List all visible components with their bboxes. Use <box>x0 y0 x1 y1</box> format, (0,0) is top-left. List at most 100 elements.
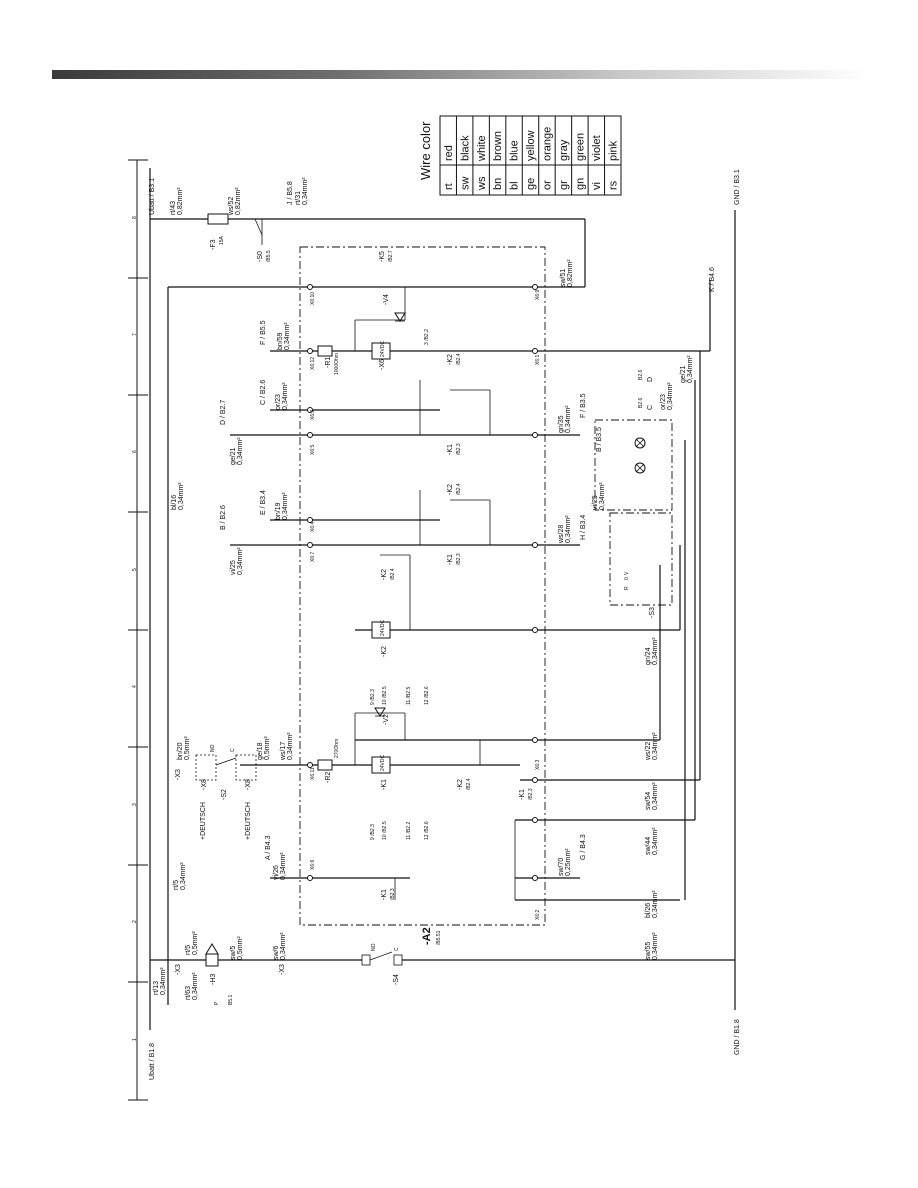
wire-color-code: bl <box>509 181 521 190</box>
wire-ws17: ws/17 <box>280 742 287 761</box>
k2-ref-3: 12 /B2.6 <box>424 686 430 705</box>
s4-c: C <box>394 947 400 951</box>
r1-label: -R1 <box>325 357 332 368</box>
wire-or23-b-size: 0,34mm² <box>667 382 674 410</box>
ref-d-top: D / B2.7 <box>220 400 227 425</box>
k1-d-label: -K1 <box>447 444 454 455</box>
x3-b-label: -X3 <box>175 769 182 780</box>
x8-a-label: -X8 <box>201 779 208 790</box>
k2-c-label: -K2 <box>447 484 454 495</box>
ref-g: G / B4.3 <box>580 834 587 860</box>
wire-sw70: sw/70 <box>558 858 565 876</box>
k1-d-ref: /B2.3 <box>456 443 462 455</box>
wire-vi25-b-size: 0,34mm² <box>599 482 606 510</box>
h3-p: P <box>214 1001 220 1005</box>
term-x6-11: X6:11 <box>310 767 316 780</box>
wire-rt43-size: 0,82mm² <box>177 187 184 215</box>
r2-label: -R2 <box>325 772 332 783</box>
wire-color-code: vi <box>591 182 603 190</box>
horn-h3: -H3 P B5.1 <box>205 943 234 1005</box>
k1-a-ref: /B2.3 <box>390 888 396 900</box>
ref-j: J / B5.8 <box>287 181 294 205</box>
s3-label: -S3 <box>649 607 656 618</box>
wire-gn24: gn/24 <box>645 647 652 665</box>
wire-ge18: ge/18 <box>257 742 264 760</box>
term-x6-8: X6:8 <box>310 409 316 420</box>
k1-ref-2: 11 /B2.2 <box>406 822 412 840</box>
wire-sw44-size: 0,34mm² <box>652 827 659 855</box>
ref-k: K / B4.6 <box>709 267 716 292</box>
wire-ws52: ws/52 <box>228 197 235 216</box>
deutsch-a: +DEUTSCH <box>200 802 207 840</box>
resistor-r1: -R1 1000Ohm <box>317 345 340 375</box>
wire-color-name: black <box>459 135 471 161</box>
wire-rt5-b: rt/5 <box>173 880 180 890</box>
ref-f: F / B5.5 <box>260 320 267 345</box>
s0-ref: /B5.5 <box>266 250 272 262</box>
wire-sw54-size: 0,34mm² <box>652 782 659 810</box>
wire-sw70-size: 0,25mm² <box>565 848 572 876</box>
ref-f2: F / B3.5 <box>580 393 587 418</box>
wire-color-name: orange <box>542 127 554 161</box>
k2-e-label: -K2 <box>457 779 464 790</box>
wire-rt31: rt/31 <box>295 191 302 205</box>
wire-ws52-size: 0,82mm² <box>235 187 242 215</box>
grid-num-6: 6 <box>132 450 138 453</box>
k1-ref-3: 12 /B2.6 <box>424 821 430 840</box>
wire-bn20: bn/20 <box>177 742 184 760</box>
wire-sw55-size: 0,34mm² <box>652 932 659 960</box>
wire-vi25-a: vi/25 <box>230 560 237 575</box>
cross-refs: J / B5.8 K / B4.6 F / B5.5 D / B2.7 C / … <box>220 181 716 860</box>
k2-e-ref: /B2.4 <box>466 778 472 790</box>
grid-frame: 8 7 6 5 4 3 2 1 <box>128 159 148 1101</box>
ref-c-top: C / B2.6 <box>260 380 267 405</box>
lamp-box <box>594 419 673 511</box>
ref-b26b: B2.6 <box>638 397 644 408</box>
wire-rt43: rt/43 <box>170 201 177 215</box>
wire-sw44: sw/44 <box>645 837 652 855</box>
a2-label: -A2 <box>421 927 433 945</box>
term-x6-3: X6:3 <box>535 759 541 770</box>
wire-or23-a: or/23 <box>275 394 282 410</box>
wire-labels: rt/13 0,34mm² rt/63 0,34mm² rt/5 0,5mm² … <box>153 177 694 1000</box>
wire-rt5-a-size: 0,5mm² <box>192 931 199 955</box>
k1-coil-code: 24VDC <box>380 754 386 771</box>
k2-d-label: -K2 <box>381 569 388 580</box>
wire-bl16-size: 0,34mm² <box>178 482 185 510</box>
v4-ref: 3 /B2.2 <box>424 329 430 345</box>
s0-label: -S0 <box>257 251 264 262</box>
s3-v: V <box>624 571 630 575</box>
wire-sw6: sw/6 <box>273 946 280 961</box>
wire-color-name: green <box>574 133 586 161</box>
term-x6-7: X6:7 <box>310 551 316 562</box>
wire-gn24-size: 0,34mm² <box>652 637 659 665</box>
wire-rt13-size: 0,34mm² <box>160 967 167 995</box>
deutsch-b: +DEUTSCH <box>245 802 252 840</box>
a2-module-box <box>299 246 546 926</box>
rails: Ubatt / B1.8 Ubatt / B3.1 GND / B1.8 GND… <box>149 168 741 1080</box>
k5-label: -K5 <box>379 251 386 262</box>
grid-num-7: 7 <box>132 333 138 336</box>
grid-num-8: 8 <box>132 216 138 219</box>
x3-a-label: -X3 <box>175 964 182 975</box>
wire-color-title: Wire color <box>418 121 433 180</box>
wire-color-name: red <box>443 145 455 161</box>
grid-num-5: 5 <box>132 568 138 571</box>
wire-rt5-b-size: 0,34mm² <box>180 862 187 890</box>
wire-color-code: rt <box>443 183 455 190</box>
terminal-labels: X6:10 X6:12 X6:8 X6:5 X6:4 X6:7 X6:11 X6… <box>310 289 541 920</box>
wire-color-code: bn <box>492 178 504 190</box>
wire-vi26: vi/26 <box>273 865 280 880</box>
wire-bn59: bn/59 <box>277 332 284 350</box>
k2-a-label: -K2 <box>447 354 454 365</box>
switch-s4: -S4 NO C <box>361 943 403 985</box>
wire-rt63-size: 0,34mm² <box>192 972 199 1000</box>
r2-value: 270Ohm <box>334 739 340 758</box>
wire-rt13: rt/13 <box>153 981 160 995</box>
k1-c-ref: /B2.3 <box>528 788 534 800</box>
wire-color-code: or <box>542 180 554 190</box>
relay-coil-k1: 24VDC -K1 <box>371 754 391 790</box>
k2-contact-list: 9 /B2.3 10 /B2.5 11 /B2.5 12 /B2.6 <box>370 686 430 705</box>
wire-ge21-a-size: 0,34mm² <box>237 437 244 465</box>
wire-or23-b: or/23 <box>660 394 667 410</box>
